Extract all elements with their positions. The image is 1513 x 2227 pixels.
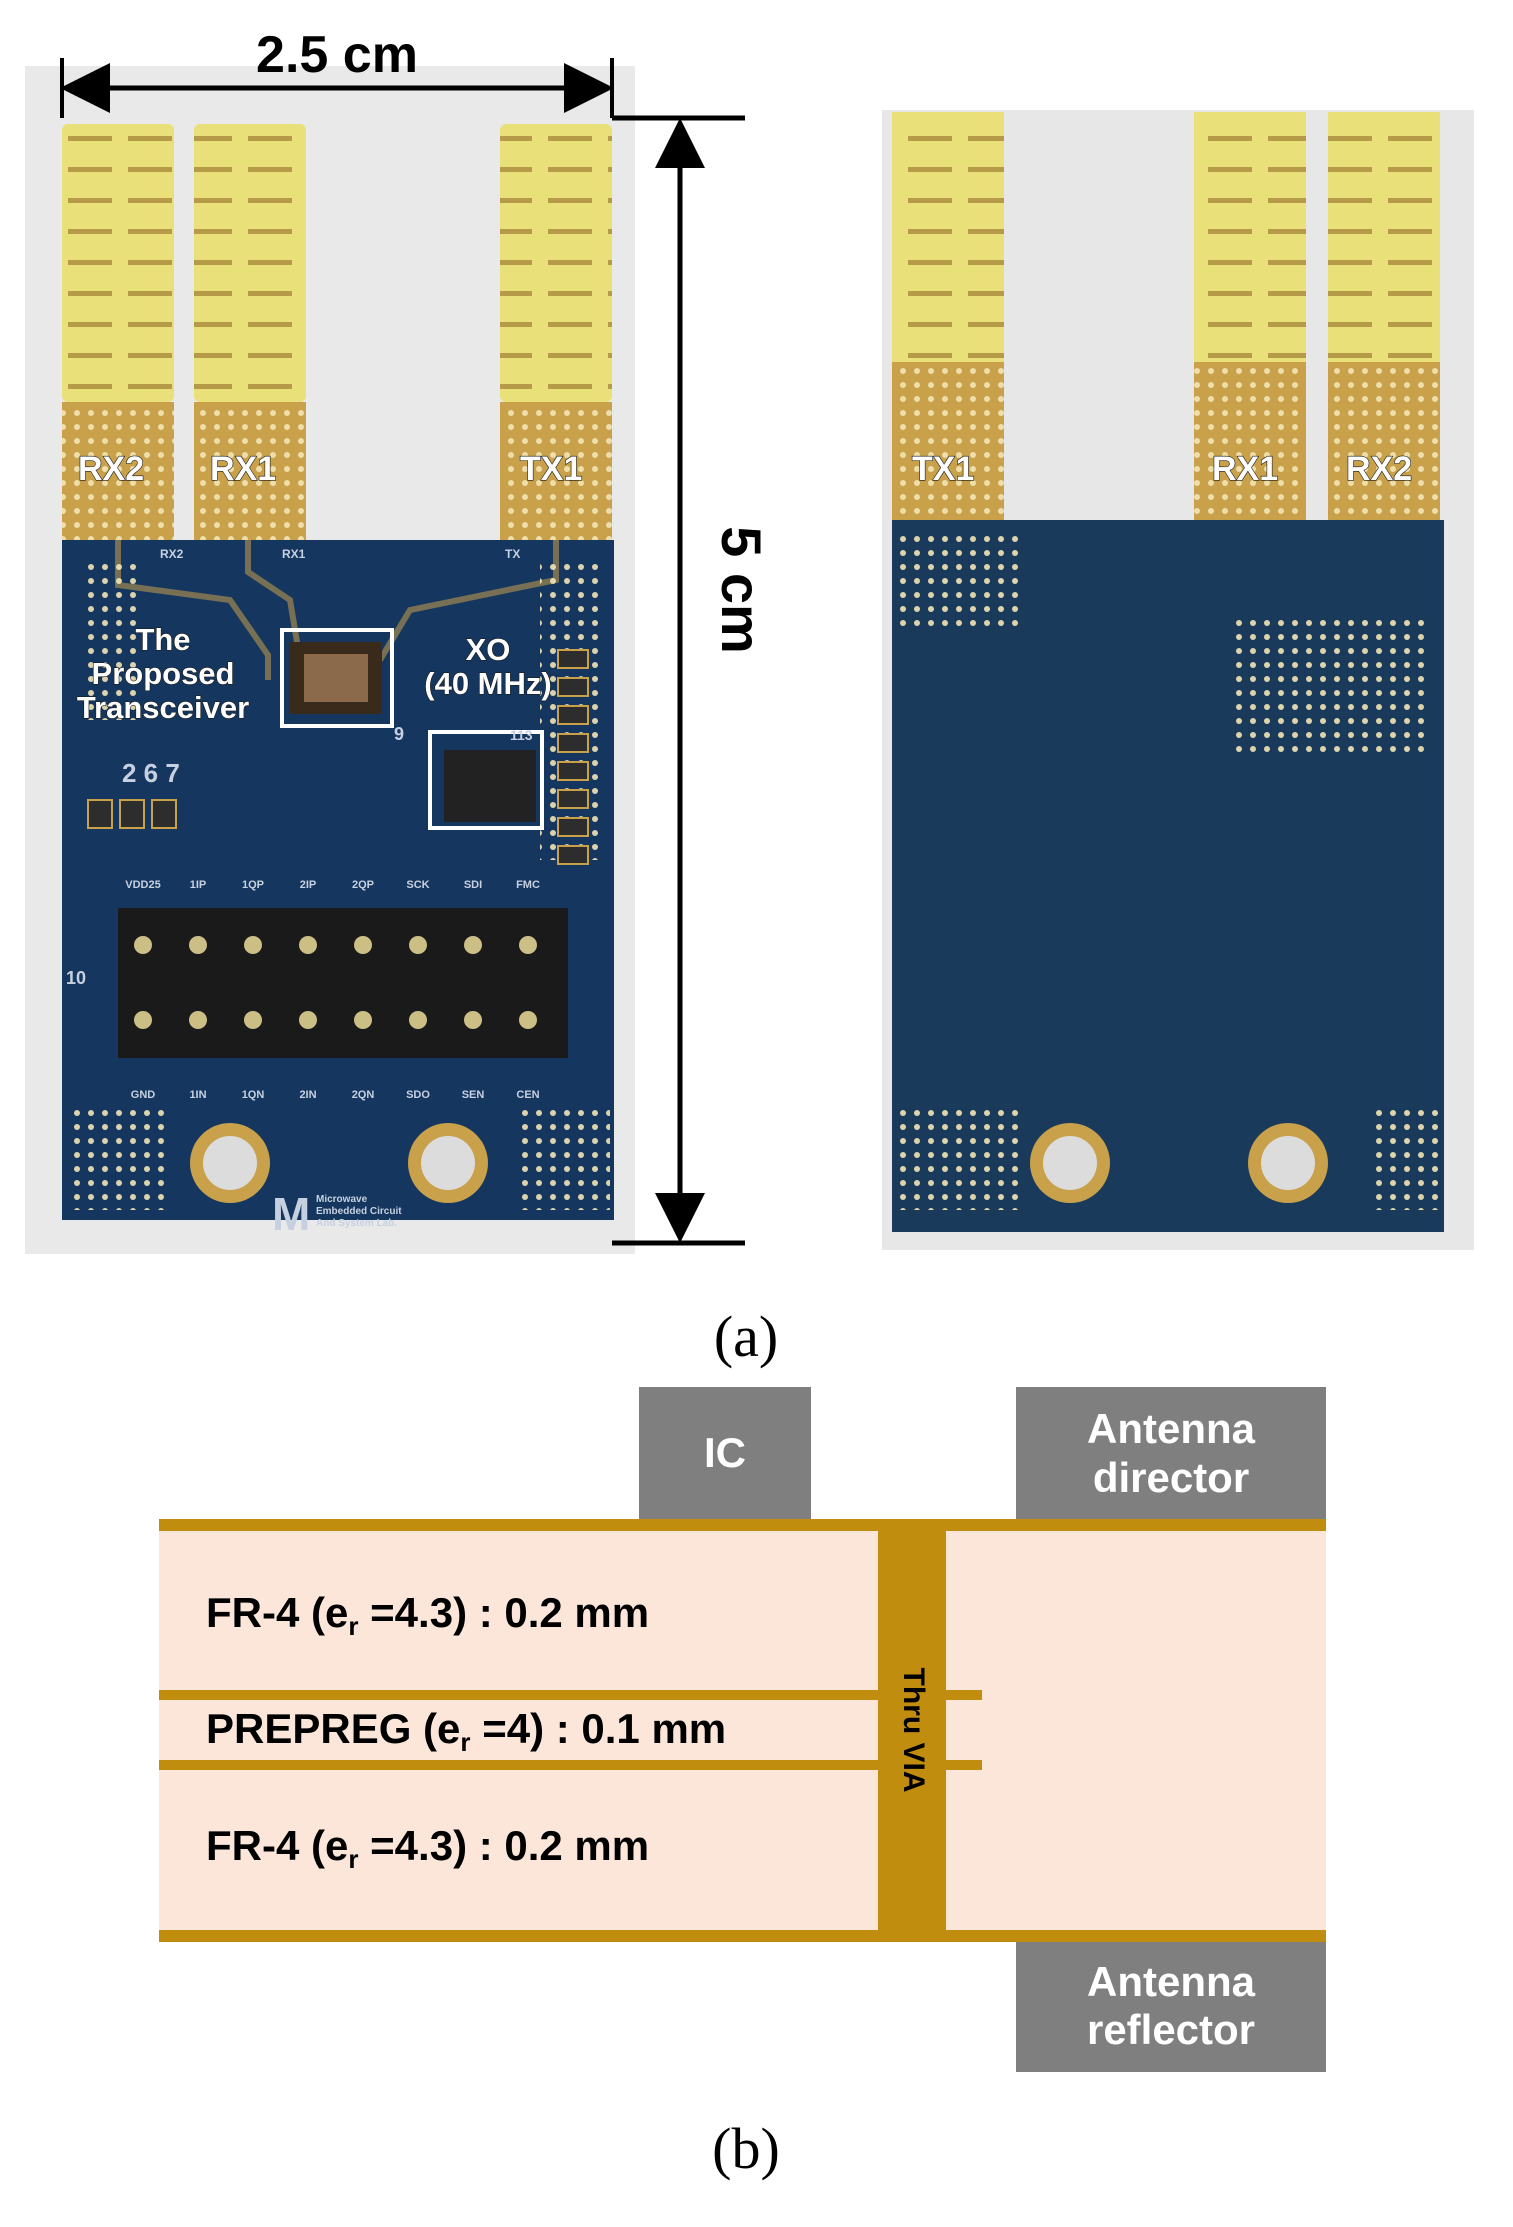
silk-top-1: VDD25 [125,879,160,891]
back-antenna-rx1 [1194,112,1306,522]
via-field [1230,620,1430,760]
layer-label-fr4-top: FR-4 (er =4.3) : 0.2 mm [206,1589,649,1641]
silk-rx1: RX1 [282,547,306,561]
silk-rx2: RX2 [160,547,184,561]
silk-bot-7: SEN [462,1089,485,1101]
inner-metal-layer-2 [159,1760,982,1770]
via-field [900,530,1020,630]
logo-line-1: Microwave [316,1194,368,1205]
silk-top-6: SCK [406,879,429,891]
via-field [1370,1110,1440,1210]
front-antenna-tx1 [500,124,612,542]
pin-header [118,908,568,1058]
silk-top-4: 2IP [300,879,317,891]
xo-callout-2: (40 MHz) [424,666,551,701]
front-antenna-rx2 [62,124,174,542]
via-label: Thru VIA [897,1668,930,1793]
via-field [70,1110,170,1210]
ic-label: IC [704,1429,746,1476]
silk-bot-8: CEN [516,1089,539,1101]
silk-top-8: FMC [516,879,540,891]
silk-top-3: 1QP [242,879,264,891]
back-antenna-rx2 [1328,112,1440,522]
silk-bot-2: 1IN [189,1089,206,1101]
transceiver-callout-1: The [135,622,190,657]
height-label: 5 cm [710,526,773,654]
width-label: 2.5 cm [256,26,418,84]
layer-label-prepreg: PREPREG (er =4) : 0.1 mm [206,1705,726,1757]
pin-header-pins [134,936,537,1029]
logo-letter: M [272,1188,310,1240]
antenna-reflector-block [1016,1942,1326,2072]
xo-box [428,730,544,830]
back-antenna-tx1 [892,112,1004,522]
reflector-label-1: Antenna [1087,1958,1256,2005]
caption-b: (b) [712,2116,780,2181]
director-label-2: director [1093,1454,1249,1501]
antenna-director-block [1016,1387,1326,1519]
back-labels: TX1 RX1 RX2 [911,449,1412,488]
thru-via [878,1531,946,1930]
substrate-body [159,1519,1326,1931]
silk-top-5: 2QP [352,879,374,891]
back-label-tx1: TX1 [912,450,974,488]
transceiver-callout-2: Proposed [92,656,235,691]
transceiver-callout-3: Transceiver [77,690,249,725]
front-board-photo: VDD25 1IP 1QP 2IP 2QP SCK SDI FMC GND 1I… [25,66,635,1254]
silk-9: 9 [394,724,404,744]
silk-bot-5: 2QN [352,1089,375,1101]
via-field [520,1110,610,1210]
stackup-diagram: IC Antenna director Thru VIA FR-4 (er =4… [159,1387,1326,2072]
ic-block [639,1387,811,1519]
via-field [80,560,140,720]
front-labels: RX2 RX1 TX1 The Proposed Transceiver XO … [76,449,583,725]
logo-line-3: And System Lab. [316,1218,397,1229]
back-label-rx2: RX2 [1346,450,1412,488]
silk-top-2: 1IP [190,879,207,891]
front-label-rx2: RX2 [78,450,144,488]
silk-bot-1: GND [131,1089,156,1101]
silk-cap-numbers: 2 6 7 [122,758,180,788]
back-label-rx1: RX1 [1212,450,1278,488]
logo-line-2: Embedded Circuit [316,1206,402,1217]
xo-callout-1: XO [466,632,511,667]
xo-chip [444,750,536,822]
silk-bot-4: 2IN [299,1089,316,1101]
front-label-rx1: RX1 [210,450,276,488]
passive-components [87,649,589,865]
lab-logo: M Microwave Embedded Circuit And System … [272,1188,402,1240]
silk-bot-3: 1QN [242,1089,265,1101]
bottom-metal-layer [159,1930,1326,1942]
silk-bot-6: SDO [406,1089,430,1101]
silk-113: 113 [510,727,533,743]
inner-metal-layer-1 [159,1690,982,1700]
header-silk: VDD25 1IP 1QP 2IP 2QP SCK SDI FMC GND 1I… [125,879,540,1101]
silk-tx: TX [505,547,520,561]
via-field [900,1110,1020,1210]
transceiver-box [280,628,394,728]
top-metal-layer [159,1519,1326,1531]
width-dimension: 2.5 cm [60,26,614,118]
height-dimension: 5 cm [612,115,773,1246]
silk-top-7: SDI [464,879,482,891]
layer-label-fr4-bottom: FR-4 (er =4.3) : 0.2 mm [206,1822,649,1874]
caption-a: (a) [714,1304,778,1369]
front-label-tx1: TX1 [520,450,582,488]
back-board-photo: TX1 RX1 RX2 [882,110,1474,1250]
board-silk: RX2 RX1 TX 2 6 7 9 10 113 [66,547,533,988]
reflector-label-2: reflector [1087,2006,1255,2053]
silk-10: 10 [66,968,86,988]
director-label-1: Antenna [1087,1405,1256,1452]
front-antenna-rx1 [194,124,306,542]
